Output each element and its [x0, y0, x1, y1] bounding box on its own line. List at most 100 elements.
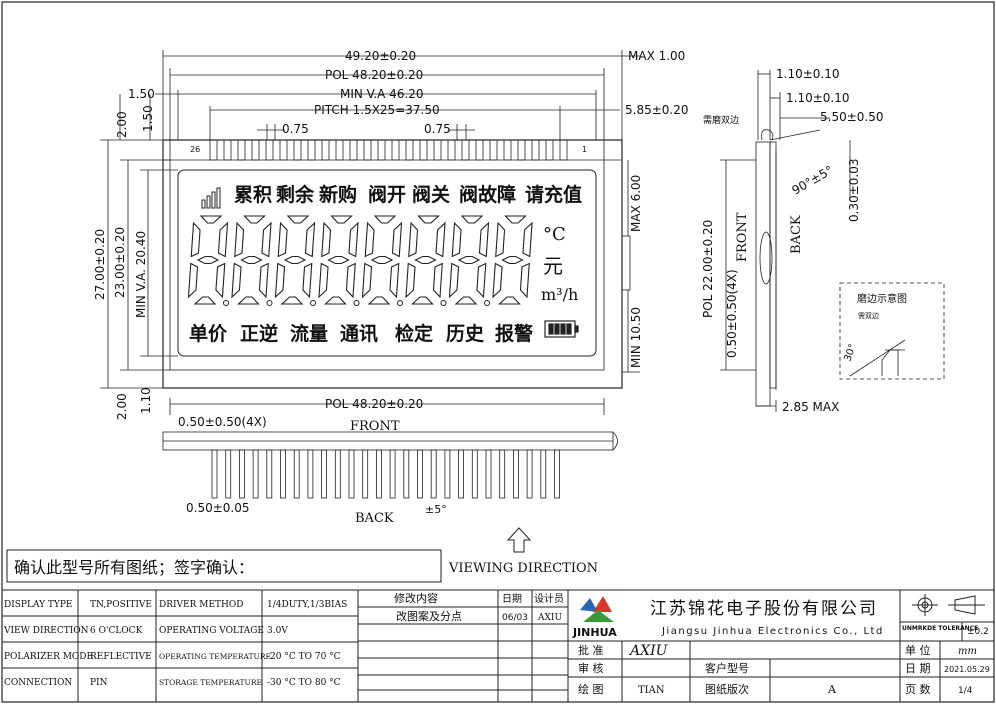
digit-segment	[304, 221, 316, 258]
max-600-dim: MAX 6.00	[629, 175, 643, 232]
lcd-status-row: 累积剩余新购阀开阀关阀故障请充值	[234, 183, 582, 206]
pin-leg	[225, 449, 232, 499]
decimal-point	[440, 300, 447, 306]
digit-segment	[187, 262, 199, 299]
projection-symbol-icon	[912, 594, 985, 616]
tolerance-value: ±0.2	[967, 627, 989, 637]
version-value: A	[827, 683, 837, 696]
lcd-status-label: 阀关	[412, 183, 450, 206]
company-name-en: Jiangsu Jinhua Electronics Co., Ltd	[661, 626, 884, 637]
page-value: 1/4	[958, 686, 973, 696]
confirm-box	[6, 549, 442, 583]
side-030-dim: 0.30±0.03	[847, 159, 861, 223]
pin-offset-dim: 5.85±0.20	[625, 103, 689, 117]
digit-segment	[280, 296, 304, 305]
side-angle-dim: 90°±5°	[790, 163, 836, 198]
digit-segment	[519, 262, 530, 299]
digit-segment	[457, 255, 481, 265]
digit-segment	[321, 221, 332, 258]
pin-leg	[540, 449, 547, 499]
digit-segment	[274, 262, 286, 299]
detail-angle: 30°	[842, 343, 858, 363]
top-dimension-lines	[155, 50, 640, 140]
pin-leg	[471, 449, 478, 499]
customer-model-label: 客户型号	[705, 661, 749, 675]
lcd-bottom-label: 单价	[189, 322, 228, 345]
side-edge-label: 需磨双边	[703, 115, 739, 126]
overall-width-dim: 49.20±0.20	[345, 49, 416, 63]
spec-value: TN,POSITIVE	[90, 600, 152, 610]
digit-segment	[370, 255, 394, 265]
pin-leg	[375, 449, 382, 499]
detail-title: 磨边示意图	[857, 292, 907, 305]
lcd-bottom-label: 历史	[446, 323, 485, 345]
review-label: 审 核	[578, 661, 604, 675]
pin-pad	[209, 139, 218, 161]
decimal-point	[223, 300, 229, 306]
digit-segment	[435, 221, 446, 258]
pin-075-a-label: 0.75	[282, 122, 309, 136]
pin-leg	[403, 449, 410, 499]
digit-segment	[261, 221, 272, 258]
pin-leg	[348, 449, 355, 499]
pin-pad	[391, 139, 400, 161]
digit-segment	[522, 221, 533, 258]
digit-segment	[478, 221, 490, 258]
left-150-v-dim: 1.50	[141, 105, 155, 132]
tolerance-label: UNMRKDE TOLERANCE	[902, 625, 978, 632]
spec-key: OPERATING VOLTAGE	[159, 626, 264, 636]
pin-pad	[531, 139, 540, 161]
detail-box	[839, 282, 945, 380]
decimal-point	[353, 300, 360, 306]
side-4x-dim: 0.50±0.50(4X)	[725, 269, 739, 358]
digit-segment	[498, 296, 521, 305]
digit-segment	[408, 221, 419, 258]
lcd-digit-4	[318, 215, 360, 306]
digit-segment	[302, 262, 313, 299]
viewing-area	[177, 169, 597, 357]
overall-height-dim: 27.00±0.20	[93, 229, 107, 300]
pin-pad	[475, 139, 484, 161]
digit-segment	[240, 255, 263, 265]
lcd-status-label: 新购	[319, 183, 357, 206]
lcd-status-label: 请充值	[525, 183, 582, 206]
decimal-point	[310, 300, 316, 306]
spec-value: 3.0V	[267, 626, 288, 636]
spec-key: POLARIZER MODE	[4, 652, 93, 662]
lcd-digit-6	[405, 215, 447, 306]
pin-pad	[447, 139, 456, 161]
bottom-200-dim: 2.00	[115, 393, 129, 420]
lcd-digits	[187, 215, 533, 306]
digit-segment	[501, 255, 524, 265]
pin-pad	[335, 139, 344, 161]
digit-segment	[324, 296, 347, 305]
pin-width-4x-dim: 0.50±0.50(4X)	[178, 415, 267, 429]
pin-pad	[545, 139, 554, 161]
pin-pad	[503, 139, 512, 161]
digit-segment	[454, 296, 478, 305]
pin-pad	[293, 139, 302, 161]
digit-segment	[411, 296, 434, 305]
lcd-digit-5	[361, 215, 403, 306]
digit-segment	[330, 215, 353, 224]
digit-segment	[237, 296, 260, 305]
digit-segment	[451, 221, 462, 258]
pin-pads	[209, 139, 568, 161]
digit-segment	[215, 262, 226, 299]
pitch-dim: PITCH 1.5X25=37.50	[314, 103, 440, 117]
title-block-grid	[1, 589, 995, 703]
digit-segment	[243, 215, 266, 224]
spec-value: -30 °C TO 80 °C	[267, 678, 341, 688]
signal-bars-icon	[201, 187, 221, 209]
left-150-dim: 1.50	[128, 87, 155, 101]
pin-075-markers	[257, 124, 475, 140]
pin-leg	[211, 449, 218, 499]
pol-width-dim: POL 48.20±0.20	[325, 68, 423, 82]
digit-segment	[492, 262, 503, 299]
spec-value: 1/4DUTY,1/3BIAS	[267, 600, 347, 610]
draw-label: 绘 图	[578, 682, 604, 696]
confirm-text: 确认此型号所有图纸；签字确认：	[14, 558, 254, 577]
digit-segment	[460, 215, 484, 224]
lcd-bottom-row: 单价正逆流量通讯检定历史报警	[189, 322, 533, 345]
